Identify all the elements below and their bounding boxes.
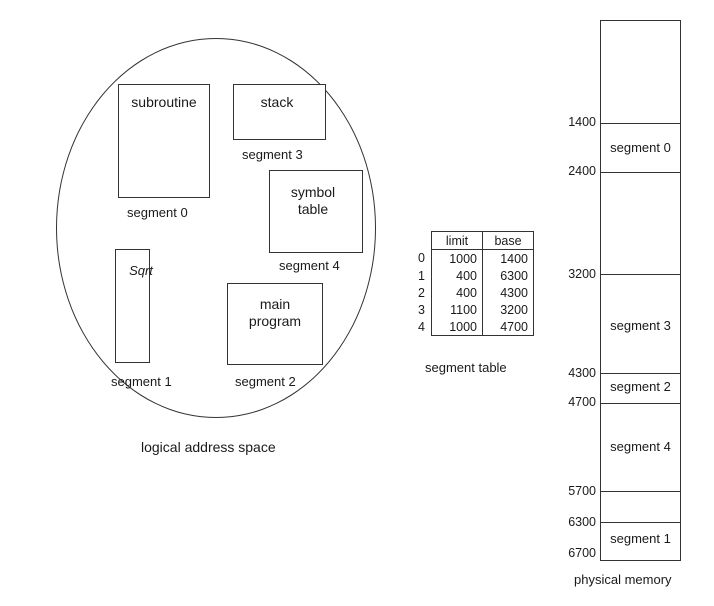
logical-address-space-caption: logical address space: [141, 439, 276, 455]
segment-table-header-limit: limit: [431, 231, 483, 250]
segment-table: limit base 0 1000 1400 1 400 6300 2 400 …: [412, 231, 534, 336]
segment-table-header-base: base: [482, 231, 534, 250]
memory-boundary-4700: [601, 403, 680, 404]
symbol-table-segment-box: [269, 170, 363, 253]
table-row: 1 400 6300: [412, 267, 534, 284]
segment-limit: 1000: [431, 318, 483, 336]
segment-2-caption: segment 2: [235, 374, 296, 389]
memory-segment-3: segment 3: [610, 318, 671, 333]
memory-segment-2: segment 2: [610, 379, 671, 394]
memory-boundary-1400: [601, 123, 680, 124]
segment-table-caption: segment table: [425, 360, 507, 375]
segment-limit: 400: [431, 284, 483, 301]
sqrt-segment-box: [115, 249, 150, 363]
memory-boundary-2400: [601, 172, 680, 173]
segment-index: 3: [418, 302, 425, 317]
address-label: 2400: [568, 164, 596, 178]
segment-limit: 1000: [431, 249, 483, 267]
sqrt-label: Sqrt: [129, 263, 153, 278]
segment-4-caption: segment 4: [279, 258, 340, 273]
memory-boundary-5700: [601, 491, 680, 492]
logical-address-space-oval: [56, 38, 376, 418]
subroutine-segment-box: [118, 84, 210, 198]
table-row: 3 1100 3200: [412, 301, 534, 318]
segment-base: 6300: [482, 267, 534, 284]
address-label: 5700: [568, 484, 596, 498]
memory-boundary-3200: [601, 274, 680, 275]
symbol-label-line1: symbol: [290, 184, 336, 200]
segment-base: 1400: [482, 249, 534, 267]
physical-memory-column: segment 0 segment 3 segment 2 segment 4 …: [600, 20, 681, 561]
table-row: 2 400 4300: [412, 284, 534, 301]
table-row: 0 1000 1400: [412, 249, 534, 267]
segment-0-caption: segment 0: [127, 205, 188, 220]
segment-index: 1: [418, 268, 425, 283]
segment-limit: 400: [431, 267, 483, 284]
segment-base: 4700: [482, 318, 534, 336]
segment-index: 0: [418, 251, 425, 266]
stack-label: stack: [260, 94, 294, 110]
memory-boundary-4300: [601, 373, 680, 374]
memory-segment-4: segment 4: [610, 439, 671, 454]
symbol-label-line2: table: [297, 201, 329, 217]
segment-limit: 1100: [431, 301, 483, 318]
address-label: 4300: [568, 366, 596, 380]
segment-base: 4300: [482, 284, 534, 301]
memory-segment-0: segment 0: [610, 140, 671, 155]
address-label: 4700: [568, 395, 596, 409]
segment-base: 3200: [482, 301, 534, 318]
subroutine-label: subroutine: [131, 94, 197, 110]
address-label: 1400: [568, 115, 596, 129]
table-row: 4 1000 4700: [412, 318, 534, 336]
address-label: 6300: [568, 515, 596, 529]
physical-memory-caption: physical memory: [574, 572, 672, 587]
segment-index: 4: [418, 319, 425, 334]
memory-boundary-6300: [601, 522, 680, 523]
stack-segment-box: [233, 84, 326, 140]
memory-segment-1: segment 1: [610, 531, 671, 546]
address-label: 3200: [568, 267, 596, 281]
segment-3-caption: segment 3: [242, 147, 303, 162]
main-label-line2: program: [248, 313, 302, 329]
segment-table-header-row: limit base: [412, 231, 534, 250]
address-label: 6700: [568, 546, 596, 560]
main-label-line1: main: [259, 296, 291, 312]
segment-1-caption: segment 1: [111, 374, 172, 389]
main-program-segment-box: [227, 283, 323, 365]
segment-index: 2: [418, 285, 425, 300]
